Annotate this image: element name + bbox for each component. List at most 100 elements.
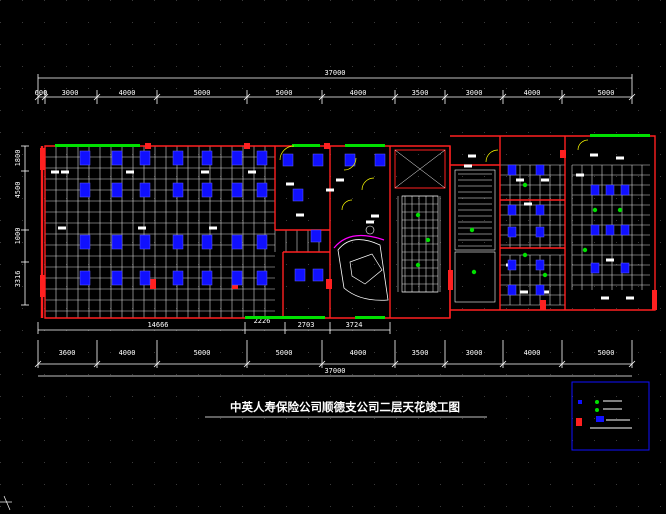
- light-panel: [310, 229, 322, 243]
- annex-light-panel: [590, 184, 600, 196]
- light-panel: [172, 234, 184, 250]
- fitting: [58, 226, 66, 230]
- bottom-dim-2: 5000: [194, 349, 211, 357]
- downlight: [471, 269, 477, 275]
- downlight: [522, 182, 528, 188]
- downlight: [582, 247, 588, 253]
- downlight: [542, 272, 548, 278]
- annex-light-panel: [620, 184, 630, 196]
- top-dim-0: 600: [35, 89, 48, 97]
- annex-light-panel: [535, 259, 545, 271]
- light-panel: [201, 150, 213, 166]
- fitting: [464, 164, 472, 168]
- annex-light-panel: [507, 259, 517, 271]
- light-panel: [292, 188, 304, 202]
- left-dim-3: 3316: [14, 271, 22, 288]
- fitting: [590, 153, 598, 157]
- annex-light-panel: [620, 224, 630, 236]
- fitting: [576, 173, 584, 177]
- cad-cursor-icon: [0, 495, 12, 511]
- light-panel: [139, 234, 151, 250]
- light-panel: [294, 268, 306, 282]
- fitting: [366, 220, 374, 224]
- light-panel: [256, 150, 268, 166]
- annex-light-panel: [605, 184, 615, 196]
- fitting: [520, 290, 528, 294]
- annex-light-panel: [507, 226, 517, 238]
- fitting: [601, 296, 609, 300]
- bottom-dim-8: 5000: [598, 349, 615, 357]
- annex-light-panel: [507, 204, 517, 216]
- light-panel: [231, 150, 243, 166]
- left-dim-0: 1800: [14, 150, 22, 167]
- annex-light-panel: [535, 164, 545, 176]
- left-dim-1: 4500: [14, 182, 22, 199]
- annex-light-panel: [507, 164, 517, 176]
- stair-treads: [458, 173, 492, 247]
- bottom-dim-7: 4000: [524, 349, 541, 357]
- bottom-dim-4: 4000: [350, 349, 367, 357]
- light-panel: [312, 268, 324, 282]
- light-panel: [231, 270, 243, 286]
- top-dim-2: 4000: [119, 89, 136, 97]
- top-dim-6: 3500: [412, 89, 429, 97]
- annex-light-fixtures: [507, 164, 630, 296]
- top-dim-3: 5000: [194, 89, 211, 97]
- light-panel: [79, 182, 91, 198]
- fitting: [61, 170, 69, 174]
- light-panel: [139, 270, 151, 286]
- top-total-dimension: 37000: [324, 69, 345, 77]
- door-swings: [279, 139, 589, 211]
- light-panel: [201, 270, 213, 286]
- fitting: [326, 188, 334, 192]
- top-dim-9: 5000: [598, 89, 615, 97]
- downlight: [415, 212, 421, 218]
- window-glazing: [55, 134, 650, 319]
- fitting: [51, 170, 59, 174]
- light-panel: [256, 270, 268, 286]
- bottom-partial-0: 14666: [147, 321, 168, 329]
- top-dim-8: 4000: [524, 89, 541, 97]
- fitting: [524, 202, 532, 206]
- annex-light-panel: [507, 284, 517, 296]
- light-panel: [172, 150, 184, 166]
- downlight: [469, 227, 475, 233]
- reception-curve: [333, 225, 389, 301]
- light-panel: [312, 153, 324, 167]
- fitting: [286, 182, 294, 186]
- light-panel: [201, 234, 213, 250]
- downlight: [415, 262, 421, 268]
- light-panel: [231, 182, 243, 198]
- dimension-lines: [24, 74, 633, 377]
- fitting: [201, 170, 209, 174]
- light-panel: [374, 153, 386, 167]
- fitting: [606, 258, 614, 262]
- light-panel: [344, 153, 356, 167]
- top-dim-7: 3000: [466, 89, 483, 97]
- annex-light-panel: [535, 226, 545, 238]
- downlights: [415, 182, 623, 278]
- top-dim-5: 4000: [350, 89, 367, 97]
- fitting: [209, 226, 217, 230]
- lift-core: [394, 149, 496, 303]
- fitting: [626, 296, 634, 300]
- bottom-dim-0: 3600: [59, 349, 76, 357]
- downlight: [592, 207, 598, 213]
- bottom-total-dimension: 37000: [324, 367, 345, 375]
- downlight: [522, 252, 528, 258]
- light-fixtures: [79, 150, 386, 286]
- light-panel: [111, 270, 123, 286]
- light-panel: [79, 150, 91, 166]
- bottom-dim-3: 5000: [276, 349, 293, 357]
- fittings: [51, 153, 634, 300]
- downlight: [425, 237, 431, 243]
- bottom-dim-6: 3000: [466, 349, 483, 357]
- bottom-partial-2: 2703: [298, 321, 315, 329]
- fitting: [516, 178, 524, 182]
- fitting: [138, 226, 146, 230]
- bottom-dimension-ticks: [21, 145, 636, 368]
- top-dim-1: 3000: [62, 89, 79, 97]
- annex-light-panel: [605, 224, 615, 236]
- light-panel: [282, 153, 294, 167]
- downlight: [617, 207, 623, 213]
